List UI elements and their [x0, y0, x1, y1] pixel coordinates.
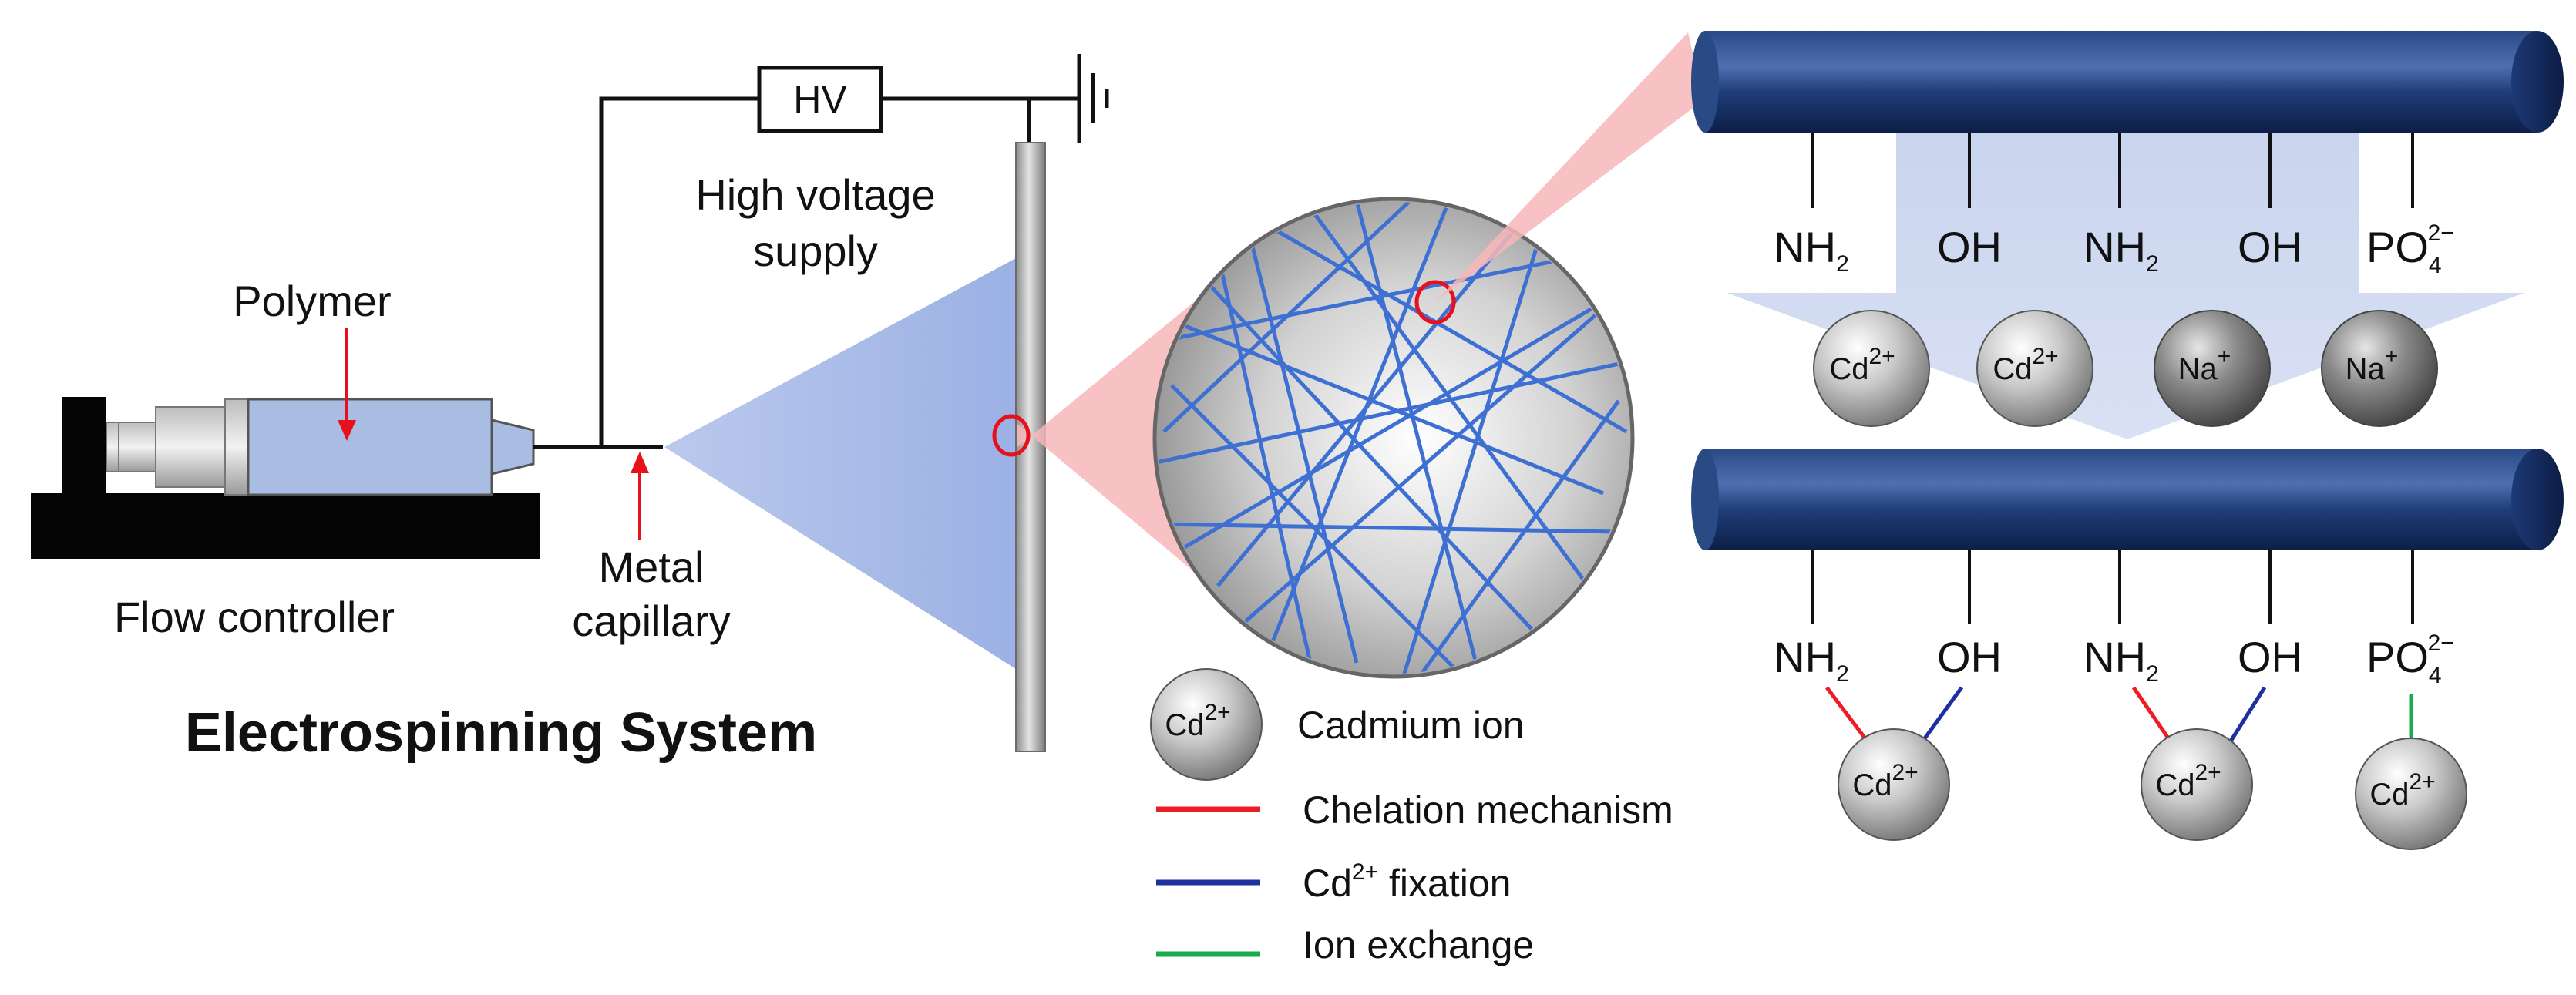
syringe [106, 398, 663, 496]
hv-box-label: HV [793, 78, 847, 121]
svg-text:Na+: Na+ [2178, 344, 2231, 386]
top-oh-b: OH [2238, 223, 2302, 271]
fixation-bond-2 [2225, 686, 2267, 748]
legend-ion-exchange-label: Ion exchange [1303, 923, 1534, 966]
chelation-bond-2 [2131, 686, 2176, 748]
bottom-po4: PO42− [2366, 630, 2454, 688]
legend-cadmium-ion-symbol: Cd2+ [1150, 668, 1263, 781]
bottom-oh-b: OH [2238, 633, 2302, 681]
fiber-rod-bottom [1691, 449, 2564, 550]
syringe-barrel [247, 398, 493, 496]
fixation-bond-1 [1919, 686, 1964, 745]
svg-text:Cd2+: Cd2+ [2369, 769, 2435, 812]
bound-ion-cd-3: Cd2+ [2355, 738, 2467, 850]
legend-cadmium-ion-label: Cadmium ion [1297, 704, 1525, 747]
disk-highlight-circle [1414, 280, 1456, 324]
svg-text:Cd2+: Cd2+ [1993, 344, 2058, 386]
capillary-label-line1: Metal [599, 543, 705, 591]
zoom-cone-fiber [1435, 32, 1703, 302]
bottom-stems [1811, 550, 2414, 624]
capillary-label-line2: capillary [572, 597, 730, 645]
svg-text:Na+: Na+ [2346, 344, 2399, 386]
pump-base [31, 397, 540, 559]
top-po4: PO42− [2366, 220, 2454, 278]
top-stems [1811, 133, 2414, 208]
bonds [1825, 686, 2413, 748]
polymer-arrow [338, 328, 356, 441]
svg-text:Cd2+: Cd2+ [1165, 700, 1230, 742]
free-ion-na-2: Na+ [2321, 310, 2438, 427]
hv-supply-label-line1: High voltage [695, 170, 935, 219]
nanofiber-mat-disk [1152, 197, 1635, 679]
top-oh-a: OH [1937, 223, 2002, 271]
svg-text:Cd2+: Cd2+ [1852, 760, 1918, 802]
flow-controller-label: Flow controller [114, 593, 395, 641]
chelation-bond-1 [1825, 686, 1871, 745]
free-ion-na-1: Na+ [2154, 310, 2271, 427]
fiber-jet-cone [664, 258, 1016, 669]
bottom-nh2-b: NH2 [2083, 633, 2159, 687]
free-ion-cd-2: Cd2+ [1976, 310, 2093, 427]
hv-supply-label-line2: supply [753, 227, 878, 275]
bottom-nh2-a: NH2 [1774, 633, 1849, 687]
bound-ion-cd-2: Cd2+ [2141, 728, 2253, 841]
legend-fixation-label: Cd2+ fixation [1303, 859, 1511, 905]
svg-text:Cd2+: Cd2+ [1829, 344, 1895, 386]
capillary-arrow [631, 452, 649, 540]
legend: Cd2+ Cadmium ion Chelation mechanism Cd2… [1150, 668, 1673, 966]
polymer-label: Polymer [233, 277, 391, 325]
top-nh2-a: NH2 [1774, 223, 1849, 277]
fiber-rod-top [1691, 31, 2564, 133]
legend-chelation-label: Chelation mechanism [1303, 788, 1673, 832]
collector-highlight-circle [992, 414, 1031, 457]
hv-circuit [599, 54, 1109, 447]
bottom-oh-a: OH [1937, 633, 2002, 681]
system-title: Electrospinning System [185, 702, 817, 764]
collector-plate [1015, 142, 1046, 752]
bound-ion-cd-1: Cd2+ [1838, 728, 1950, 841]
svg-text:Cd2+: Cd2+ [2155, 760, 2221, 802]
free-ion-cd-1: Cd2+ [1813, 310, 1930, 427]
top-nh2-b: NH2 [2083, 223, 2159, 277]
